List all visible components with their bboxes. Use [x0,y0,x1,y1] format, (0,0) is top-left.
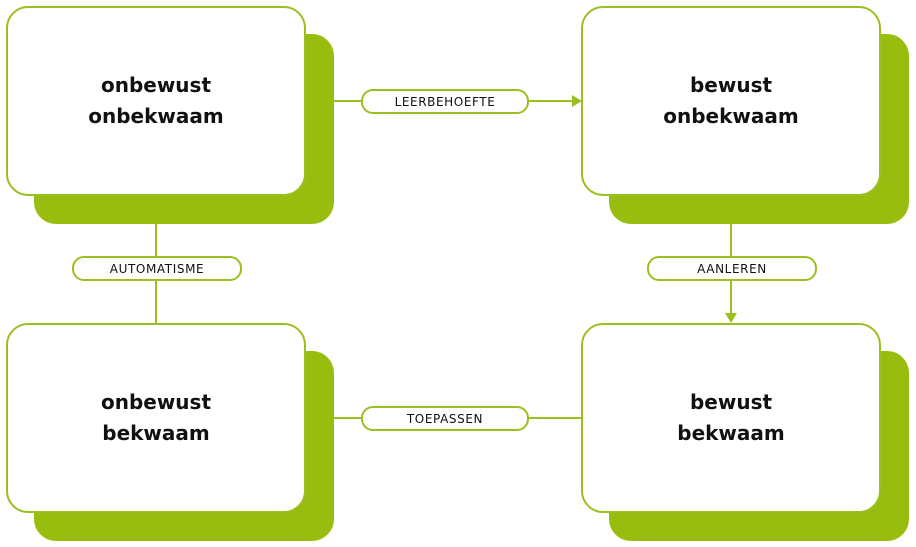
node-label-line-1: bewust [689,390,773,414]
arrowhead-acquire [725,313,737,323]
node-conscious-competent: bewust bekwaam [581,323,909,541]
label-learning-need: LEERBEHOEFTE [361,89,529,114]
node-conscious-incompetent: bewust onbekwaam [581,6,909,224]
label-acquire: AANLEREN [647,256,817,281]
node-label-line-1: onbewust [100,73,212,97]
node-label-line-1: onbewust [100,390,212,414]
node-unconscious-competent: onbewust bekwaam [6,323,334,541]
node-box: bewust onbekwaam [581,6,881,196]
label-apply: TOEPASSEN [361,406,529,431]
node-label-line-2: onbekwaam [88,104,224,128]
node-unconscious-incompetent: onbewust onbekwaam [6,6,334,224]
node-box: bewust bekwaam [581,323,881,513]
node-label-line-2: bekwaam [677,421,785,445]
node-label-line-2: onbekwaam [663,104,799,128]
node-label-line-1: bewust [689,73,773,97]
node-box: onbewust bekwaam [6,323,306,513]
node-box: onbewust onbekwaam [6,6,306,196]
node-label-line-2: bekwaam [102,421,210,445]
label-automatism: AUTOMATISME [72,256,242,281]
arrowhead-learning-need [572,95,582,107]
